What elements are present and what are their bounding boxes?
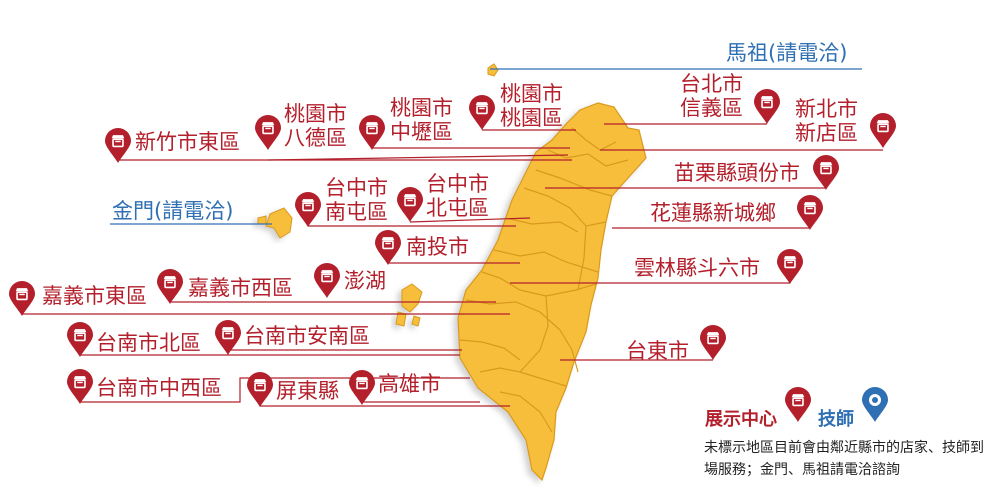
legend-store-label: 展示中心 <box>705 409 777 430</box>
store-pin-icon-tainan-annan[interactable] <box>215 320 241 355</box>
location-label-taichung-nantun[interactable]: 台中市 南屯區 <box>325 176 388 224</box>
store-pin-icon-tainan-westcentral[interactable] <box>67 369 93 404</box>
store-pin-icon-miaoli-toufen[interactable] <box>813 155 839 190</box>
location-label-nantou[interactable]: 南投市 <box>406 235 469 259</box>
location-label-taitung[interactable]: 台東市 <box>626 339 689 363</box>
matsu-islands <box>487 63 499 77</box>
store-pin-icon-pingtung[interactable] <box>247 372 273 407</box>
penghu-islands <box>395 283 423 327</box>
location-label-tainan-north[interactable]: 台南市北區 <box>96 331 201 355</box>
store-pin-icon-taitung[interactable] <box>700 325 726 360</box>
location-label-newtaipei-xindian[interactable]: 新北市 新店區 <box>795 97 858 145</box>
legend-technician-pin-icon[interactable] <box>862 387 888 422</box>
store-pin-icon-hsinchu-east[interactable] <box>105 128 131 163</box>
taiwan-island <box>457 102 647 482</box>
store-pin-icon-taoyuan-zhongli[interactable] <box>359 115 385 150</box>
store-pin-icon-taichung-beitun[interactable] <box>397 187 423 222</box>
location-label-taoyuan-taoyuan[interactable]: 桃園市 桃園區 <box>500 82 563 130</box>
store-pin-icon-nantou[interactable] <box>375 230 401 265</box>
leader-line-taoyuan-bade <box>267 154 569 161</box>
store-pin-icon-hualien-xincheng[interactable] <box>797 195 823 230</box>
location-pins <box>9 89 896 422</box>
location-label-taichung-beitun[interactable]: 台中市 北屯區 <box>426 172 489 220</box>
county-borders <box>459 127 629 433</box>
kinmen-islands <box>257 207 293 239</box>
store-pin-icon-taoyuan-bade[interactable] <box>255 115 281 150</box>
location-label-yunlin-douliu[interactable]: 雲林縣斗六市 <box>634 256 760 280</box>
store-pin-icon-taipei-xinyi[interactable] <box>754 89 780 124</box>
legend-technician-label: 技師 <box>818 409 854 430</box>
location-label-chiayi-west[interactable]: 嘉義市西區 <box>188 276 293 300</box>
location-label-penghu[interactable]: 澎湖 <box>344 269 386 293</box>
store-pin-icon-yunlin-douliu[interactable] <box>777 249 803 284</box>
location-label-taipei-xinyi[interactable]: 台北市 信義區 <box>680 72 743 120</box>
location-label-miaoli-toufen[interactable]: 苗栗縣頭份市 <box>674 161 800 185</box>
store-pin-icon-taoyuan-taoyuan[interactable] <box>469 95 495 130</box>
store-pin-icon-penghu[interactable] <box>314 263 340 298</box>
location-label-taoyuan-zhongli[interactable]: 桃園市 中壢區 <box>390 96 453 144</box>
store-pin-icon-tainan-north[interactable] <box>67 322 93 357</box>
location-label-tainan-westcentral[interactable]: 台南市中西區 <box>96 376 222 400</box>
location-label-hsinchu-east[interactable]: 新竹市東區 <box>135 130 240 154</box>
store-pin-icon-kaohsiung[interactable] <box>349 370 375 405</box>
legend-store-pin-icon[interactable] <box>785 387 811 422</box>
store-pin-icon-chiayi-west[interactable] <box>157 269 183 304</box>
leader-lines <box>22 68 883 407</box>
location-label-tainan-annan[interactable]: 台南市安南區 <box>244 324 370 348</box>
leader-line-taichung-beitun <box>409 217 531 223</box>
store-pin-icon-chiayi-east[interactable] <box>9 281 35 316</box>
location-label-chiayi-east[interactable]: 嘉義市東區 <box>42 284 147 308</box>
location-label-hualien-xincheng[interactable]: 花蓮縣新城鄉 <box>650 201 776 225</box>
location-label-kinmen[interactable]: 金門(請電洽) <box>112 199 234 223</box>
location-label-matsu[interactable]: 馬祖(請電洽) <box>726 41 848 65</box>
service-note: 未標示地區目前會由鄰近縣市的店家、技師到場服務；金門、馬祖請電洽諮詢 <box>704 440 984 478</box>
location-label-pingtung[interactable]: 屏東縣 <box>276 379 339 403</box>
location-label-taoyuan-bade[interactable]: 桃園市 八德區 <box>284 102 347 150</box>
store-pin-icon-taichung-nantun[interactable] <box>295 192 321 227</box>
store-pin-icon-newtaipei-xindian[interactable] <box>870 113 896 148</box>
location-label-kaohsiung[interactable]: 高雄市 <box>378 372 441 396</box>
